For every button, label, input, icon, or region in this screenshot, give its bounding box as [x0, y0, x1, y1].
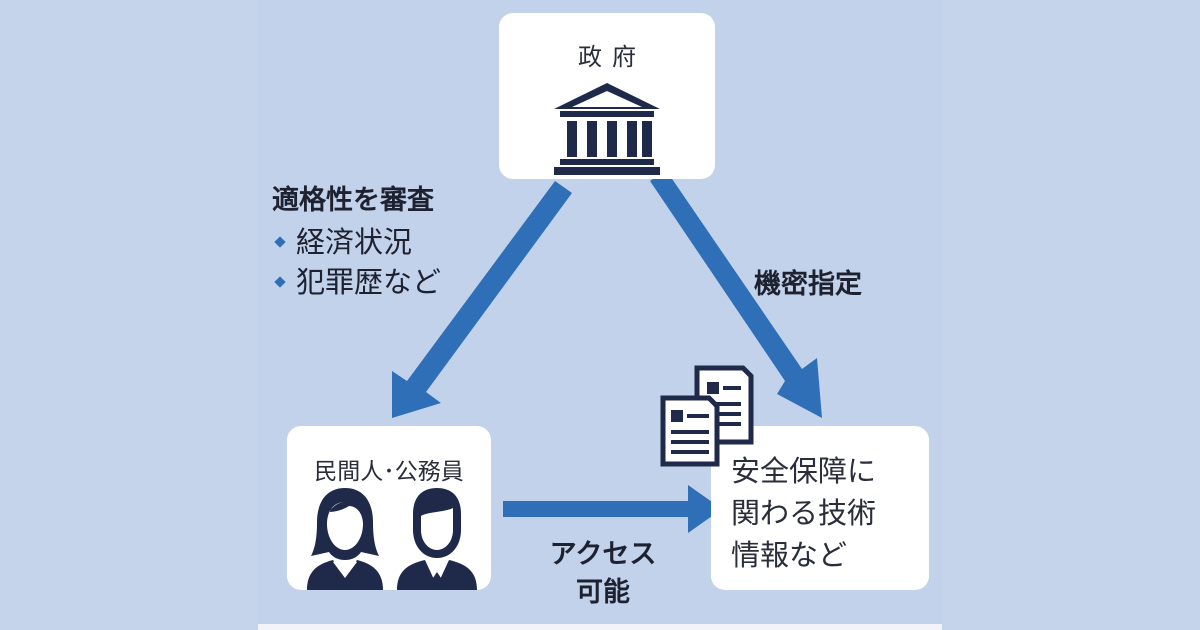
- info-line-2: 関わる技術: [731, 496, 877, 530]
- list-item: 犯罪歴など: [274, 262, 441, 302]
- security-info-text: 安全保障に 関わる技術 情報など: [731, 450, 927, 576]
- arrow-gov-to-people: [392, 181, 572, 418]
- screening-criteria-list: 経済状況 犯罪歴など: [274, 222, 441, 302]
- documents-icon: [660, 365, 754, 467]
- bullet-diamond-icon: [274, 236, 286, 248]
- classification-label: 機密指定: [754, 269, 862, 300]
- list-item: 経済状況: [274, 222, 441, 262]
- screening-label: 適格性を審査: [272, 185, 434, 216]
- info-line-1: 安全保障に: [731, 454, 877, 488]
- arrow-people-to-info: [503, 485, 722, 533]
- bottom-divider: [258, 624, 942, 630]
- government-title: 政府: [578, 43, 646, 71]
- security-info-node: 安全保障に 関わる技術 情報など: [711, 426, 929, 590]
- man-icon: [397, 488, 477, 590]
- access-line-1: アクセス: [549, 539, 657, 570]
- info-line-3: 情報など: [731, 538, 848, 572]
- criteria-economic: 経済状況: [296, 225, 413, 259]
- woman-icon: [307, 488, 383, 590]
- arrow-gov-to-info: [650, 170, 822, 418]
- government-node: 政府: [499, 13, 715, 179]
- people-node: 民間人･公務員: [287, 426, 491, 590]
- people-title: 民間人･公務員: [314, 459, 464, 485]
- access-line-2: 可能: [576, 577, 630, 608]
- government-building-icon: [554, 83, 660, 175]
- bullet-diamond-icon: [274, 276, 286, 288]
- criteria-criminal: 犯罪歴など: [296, 265, 442, 299]
- access-label: アクセス 可能: [533, 536, 673, 612]
